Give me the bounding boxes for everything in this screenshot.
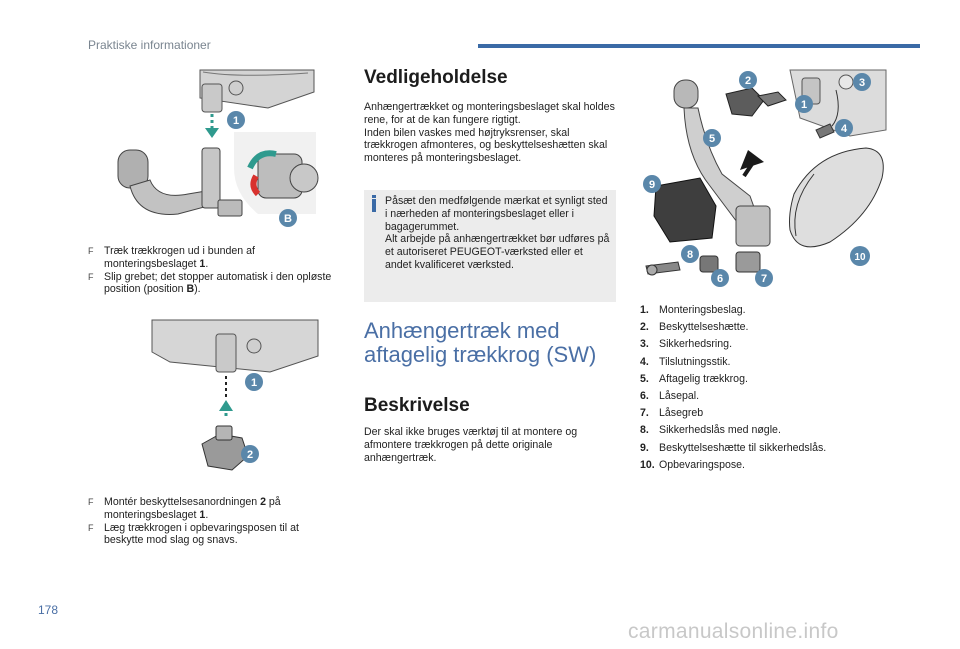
maintenance-text: Anhængertrækket og monteringsbeslaget sk…: [364, 101, 615, 165]
callout-6: 6: [711, 269, 729, 287]
description-text: Der skal ikke bruges værktøj til at mont…: [364, 426, 578, 464]
callout-b: B: [279, 209, 297, 227]
callout-10: 10: [850, 246, 870, 266]
towbar-illustration-removal: 1 B: [117, 69, 319, 227]
svg-text:3: 3: [859, 77, 865, 89]
list-item: 9.Beskyttelseshætte til sikkerhedslås.: [640, 441, 827, 454]
svg-text:6: 6: [717, 273, 723, 285]
callout-1: 1: [227, 111, 245, 129]
list-item: 5.Aftagelig trækkrog.: [640, 372, 748, 385]
arrow-bullet-icon: F: [88, 497, 94, 507]
arrow-bullet-icon: F: [88, 246, 94, 256]
watermark: carmanualsonline.info: [628, 620, 839, 643]
svg-text:1: 1: [801, 99, 807, 111]
callout-4: 4: [835, 119, 853, 137]
callout-2: 2: [241, 445, 259, 463]
info-box: Påsæt den medfølgende mærkat et synligt …: [364, 190, 616, 302]
svg-text:8: 8: [687, 249, 693, 261]
header-bar: [478, 44, 920, 48]
arrow-bullet-icon: F: [88, 522, 94, 533]
step-store-hook: F Læg trækkrogen i opbevaringsposen til …: [88, 521, 299, 547]
section-header: Praktiske informationer: [88, 38, 211, 52]
step-fit-cap: F Montér beskyttelsesanordningen 2 på mo…: [88, 496, 281, 521]
list-item: 7.Låsegreb: [640, 407, 704, 420]
towbar-section-title: Anhængertræk med aftagelig trækkrog (SW): [364, 318, 597, 367]
towbar-components-illustration: 1 2 3 4 5 6 7 8 9 10: [643, 69, 887, 287]
svg-text:2: 2: [745, 75, 751, 87]
step-pull-hook: F Træk trækkrogen ud i bunden af monteri…: [88, 245, 255, 270]
detail-inset: [234, 132, 319, 214]
protective-cap: [201, 425, 249, 471]
svg-text:1: 1: [233, 115, 239, 127]
steps-fit-cap: F Montér beskyttelsesanordningen 2 på mo…: [88, 496, 338, 547]
svg-text:9: 9: [649, 179, 655, 191]
svg-text:4: 4: [841, 123, 848, 135]
info-text: Påsæt den medfølgende mærkat et synligt …: [385, 195, 610, 271]
callout-2: 2: [739, 71, 757, 89]
callout-1: 1: [245, 373, 263, 391]
callout-5: 5: [703, 129, 721, 147]
callout-3: 3: [853, 73, 871, 91]
page-number: 178: [38, 603, 59, 617]
svg-text:7: 7: [761, 273, 767, 285]
storage-bag: [789, 147, 884, 248]
callout-9: 9: [643, 175, 661, 193]
list-item: 4.Tilslutningsstik.: [640, 355, 731, 368]
steps-remove-hook: F Træk trækkrogen ud i bunden af monteri…: [88, 245, 338, 296]
callout-8: 8: [681, 245, 699, 263]
info-icon: [372, 195, 376, 198]
list-item: 2.Beskyttelseshætte.: [640, 321, 749, 334]
svg-text:1: 1: [251, 377, 257, 389]
svg-text:2: 2: [247, 449, 253, 461]
step-release-lever: F Slip grebet; det stopper automatisk i …: [88, 270, 332, 296]
list-item: 1.Monteringsbeslag.: [640, 304, 746, 316]
callout-1: 1: [795, 95, 813, 113]
svg-text:10: 10: [854, 252, 866, 263]
protective-cap-illustration: 1 2: [151, 319, 319, 471]
list-item: 6.Låsepal.: [640, 390, 700, 403]
svg-text:5: 5: [709, 133, 715, 145]
list-item: 3.Sikkerhedsring.: [640, 338, 733, 351]
arrow-bullet-icon: F: [88, 271, 94, 282]
maintenance-title: Vedligeholdelse: [364, 67, 508, 88]
info-icon-bar: [372, 199, 376, 212]
callout-7: 7: [755, 269, 773, 287]
parts-list: 1.Monteringsbeslag. 2.Beskyttelseshætte.…: [640, 302, 826, 474]
list-item: 10.Opbevaringspose.: [640, 458, 745, 471]
description-title: Beskrivelse: [364, 395, 470, 416]
list-item: 8.Sikkerhedslås med nøgle.: [640, 424, 781, 437]
svg-text:B: B: [284, 213, 292, 225]
